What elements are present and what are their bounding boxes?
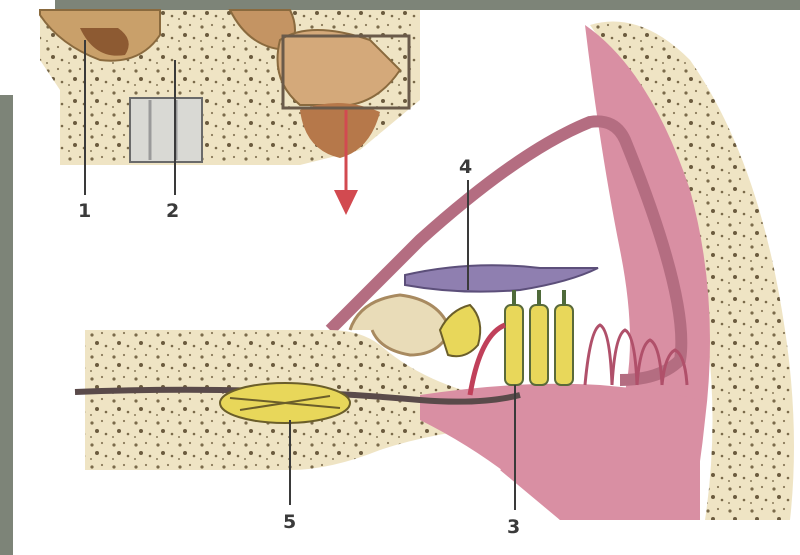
skull-inset [40,10,420,165]
label-5: 5 [283,511,296,533]
label-3: 3 [507,516,520,538]
inner-hair-cell [440,305,480,356]
label-4: 4 [459,156,472,178]
outer-hair-cells [505,290,573,385]
spiral-ganglion [220,383,350,423]
label-2: 2 [166,200,179,222]
label-1: 1 [78,200,91,222]
tectorial-membrane [405,265,598,291]
